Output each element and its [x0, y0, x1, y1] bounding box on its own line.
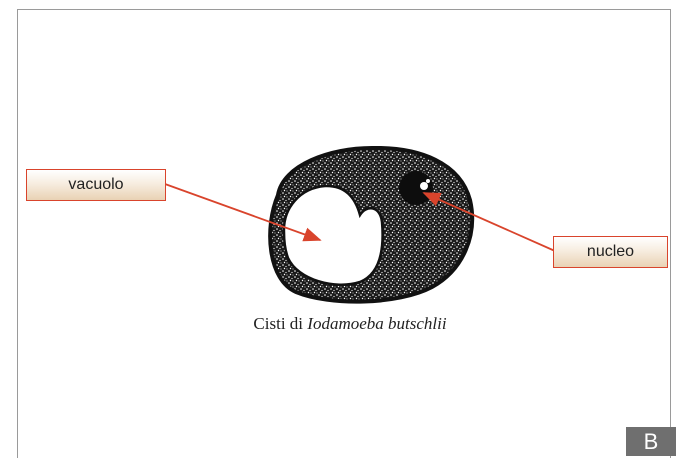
panel-letter-badge: B	[626, 427, 676, 456]
cyst	[270, 148, 472, 302]
nucleus-label: nucleo	[553, 236, 668, 268]
nucleus-highlight	[426, 179, 430, 183]
vacuole-label: vacuolo	[26, 169, 166, 201]
nucleus-karyosome	[420, 182, 428, 190]
nucleus-label-text: nucleo	[587, 243, 634, 261]
nucleus-shape	[399, 171, 433, 205]
panel-letter-text: B	[644, 429, 659, 455]
vacuole-label-text: vacuolo	[68, 176, 123, 194]
figure-caption: Cisti di Iodamoeba butschlii	[190, 314, 510, 334]
caption-prefix: Cisti di	[253, 314, 307, 333]
caption-species: Iodamoeba butschlii	[307, 314, 446, 333]
